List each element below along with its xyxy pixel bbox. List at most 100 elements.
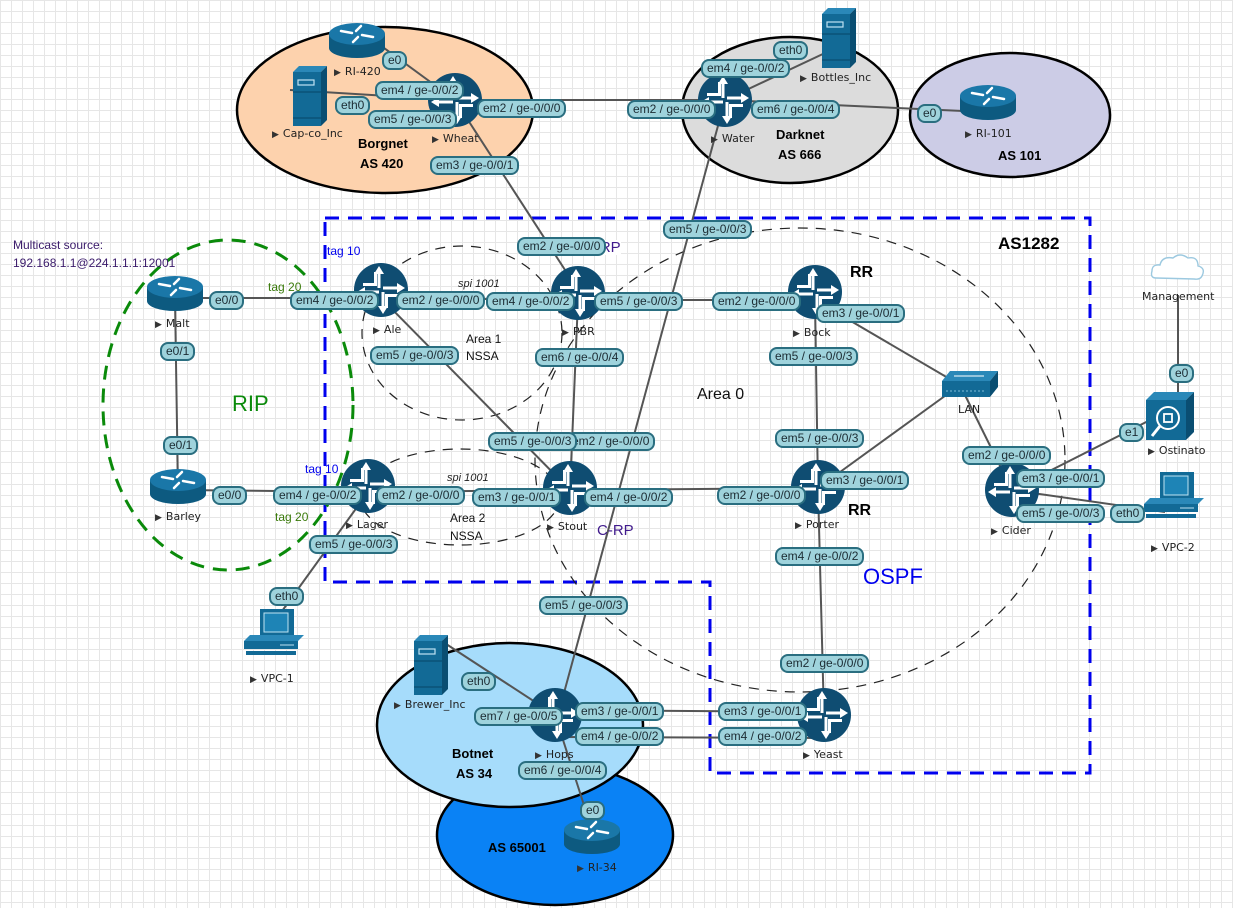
iface-lager-em4[interactable]: em4 / ge-0/0/2 [273,486,363,505]
node-label-porter[interactable]: Porter [795,519,839,531]
iface-porter-em2[interactable]: em2 / ge-0/0/0 [717,486,807,505]
node-label-ale[interactable]: Ale [373,324,401,336]
iface-ostinato-e1[interactable]: e1 [1119,423,1145,442]
node-label-vpc2[interactable]: VPC-2 [1151,542,1195,554]
iface-porter-em4[interactable]: em4 / ge-0/0/2 [775,547,865,566]
iface-malt-e00[interactable]: e0/0 [209,291,245,310]
iface-pbr-em2[interactable]: em2 / ge-0/0/0 [517,237,607,256]
iface-brewer-eth0[interactable]: eth0 [461,672,497,691]
iface-wheat-em5[interactable]: em5 / ge-0/0/3 [368,110,458,129]
iface-yeast-em2[interactable]: em2 / ge-0/0/0 [780,654,870,673]
iface-hops-em3[interactable]: em3 / ge-0/0/1 [575,702,665,721]
iface-water-em6[interactable]: em6 / ge-0/0/4 [751,100,841,119]
zone-darknet-as: AS 666 [778,147,822,162]
iface-ale-em5[interactable]: em5 / ge-0/0/3 [370,346,460,365]
cloud-management-icon[interactable] [1150,254,1205,280]
iface-malt-e01[interactable]: e0/1 [160,342,196,361]
iface-barley-e00[interactable]: e0/0 [212,486,248,505]
iface-vpc2-eth0[interactable]: eth0 [1110,504,1146,523]
iface-wheat-em4[interactable]: em4 / ge-0/0/2 [375,81,465,100]
iface-ri101-e0[interactable]: e0 [917,104,943,123]
iface-porter-em3[interactable]: em3 / ge-0/0/1 [820,471,910,490]
server-bottles-icon[interactable] [821,7,857,69]
server-capco-icon[interactable] [292,65,328,127]
node-label-water[interactable]: Water [711,133,755,145]
iface-wheat-em3[interactable]: em3 / ge-0/0/1 [430,156,520,175]
node-label-vpc1[interactable]: VPC-1 [250,673,294,685]
node-label-wheat[interactable]: Wheat [432,133,479,145]
iface-yeast-em4[interactable]: em4 / ge-0/0/2 [718,727,808,746]
iface-ale-em2[interactable]: em2 / ge-0/0/0 [396,291,486,310]
router-ri420-icon[interactable] [327,21,387,60]
iface-lager-em5[interactable]: em5 / ge-0/0/3 [309,535,399,554]
node-label-ri101[interactable]: RI-101 [965,128,1012,140]
iface-cider-em3[interactable]: em3 / ge-0/0/1 [1016,469,1106,488]
iface-cider-em5[interactable]: em5 / ge-0/0/3 [1016,504,1106,523]
as1282-boundary [323,216,1092,775]
iface-barley-e01[interactable]: e0/1 [163,436,199,455]
iface-stout-em5[interactable]: em5 / ge-0/0/3 [488,432,578,451]
iface-stout-em3[interactable]: em3 / ge-0/0/1 [472,488,562,507]
iface-bock-em2[interactable]: em2 / ge-0/0/0 [712,292,802,311]
iface-hops-em4[interactable]: em4 / ge-0/0/2 [575,727,665,746]
router-ri101-icon[interactable] [958,83,1018,122]
iface-water-em4[interactable]: em4 / ge-0/0/2 [701,59,791,78]
node-label-pbr[interactable]: PBR [562,326,595,338]
iface-vpc1-eth0[interactable]: eth0 [269,587,305,606]
iface-pbr-em5[interactable]: em5 / ge-0/0/3 [594,292,684,311]
node-label-management[interactable]: Management [1142,290,1215,303]
node-label-ri34[interactable]: RI-34 [577,862,617,874]
pc-vpc2-icon[interactable] [1143,471,1205,519]
zone-as65001-as: AS 65001 [488,840,546,855]
iface-yeast-em3[interactable]: em3 / ge-0/0/1 [718,702,808,721]
iface-water-em2[interactable]: em2 / ge-0/0/0 [627,100,717,119]
iface-lager-em2[interactable]: em2 / ge-0/0/0 [376,486,466,505]
iface-hops-em7[interactable]: em7 / ge-0/0/5 [474,707,564,726]
multicast-source-address: 192.168.1.1@224.1.1.1:12001 [13,256,176,270]
tag10-ale-label: tag 10 [327,244,361,258]
rip-boundary [101,238,355,572]
iface-pbr-em4[interactable]: em4 / ge-0/0/2 [486,292,576,311]
iface-ri420-e0[interactable]: e0 [382,51,408,70]
node-label-lan[interactable]: LAN [958,403,981,416]
node-label-ri420[interactable]: RI-420 [334,66,381,78]
iface-water-em5[interactable]: em5 / ge-0/0/3 [663,220,753,239]
node-label-capco[interactable]: Cap-co_Inc [272,128,343,140]
iface-bock-em3[interactable]: em3 / ge-0/0/1 [816,304,906,323]
node-label-ostinato[interactable]: Ostinato [1148,445,1206,457]
multicast-source-label: Multicast source: [13,238,104,252]
router-ri34-icon[interactable] [562,817,622,856]
node-label-bottles[interactable]: Bottles_Inc [800,72,871,84]
iface-capco-eth0[interactable]: eth0 [335,96,371,115]
iface-pbr-em6[interactable]: em6 / ge-0/0/4 [535,348,625,367]
node-label-barley[interactable]: Barley [155,511,201,523]
node-label-bock[interactable]: Bock [793,327,831,339]
node-label-malt[interactable]: Malt [155,318,190,330]
iface-cider-em2[interactable]: em2 / ge-0/0/0 [962,446,1052,465]
iface-bottles-eth0[interactable]: eth0 [773,41,809,60]
iface-ostinato-e0[interactable]: e0 [1169,364,1195,383]
node-label-hops[interactable]: Hops [535,749,574,761]
iface-wheat-em2[interactable]: em2 / ge-0/0/0 [477,99,567,118]
iface-stout-em2[interactable]: em2 / ge-0/0/0 [566,432,656,451]
iface-hops-em5[interactable]: em5 / ge-0/0/3 [539,596,629,615]
iface-bock-em5[interactable]: em5 / ge-0/0/3 [769,347,859,366]
switch-lan-icon[interactable] [942,371,998,397]
iface-hops-em6[interactable]: em6 / ge-0/0/4 [518,761,608,780]
node-label-lager[interactable]: Lager [346,519,388,531]
iface-ri34-e0[interactable]: e0 [580,801,606,820]
node-label-stout[interactable]: Stout [547,521,587,533]
iface-porter-em5[interactable]: em5 / ge-0/0/3 [775,429,865,448]
spi-area2-label: spi 1001 [447,472,489,484]
spi-area1-label: spi 1001 [458,278,500,290]
traffic-generator-ostinato-icon[interactable] [1146,392,1194,440]
router-barley-icon[interactable] [148,467,208,506]
pc-vpc1-icon[interactable] [243,608,305,656]
iface-stout-em4[interactable]: em4 / ge-0/0/2 [584,488,674,507]
router-malt-icon[interactable] [145,274,205,313]
node-label-brewer[interactable]: Brewer_Inc [394,699,466,711]
server-brewer-icon[interactable] [413,634,449,696]
node-label-yeast[interactable]: Yeast [803,749,843,761]
iface-ale-em4[interactable]: em4 / ge-0/0/2 [290,291,380,310]
node-label-cider[interactable]: Cider [991,525,1031,537]
